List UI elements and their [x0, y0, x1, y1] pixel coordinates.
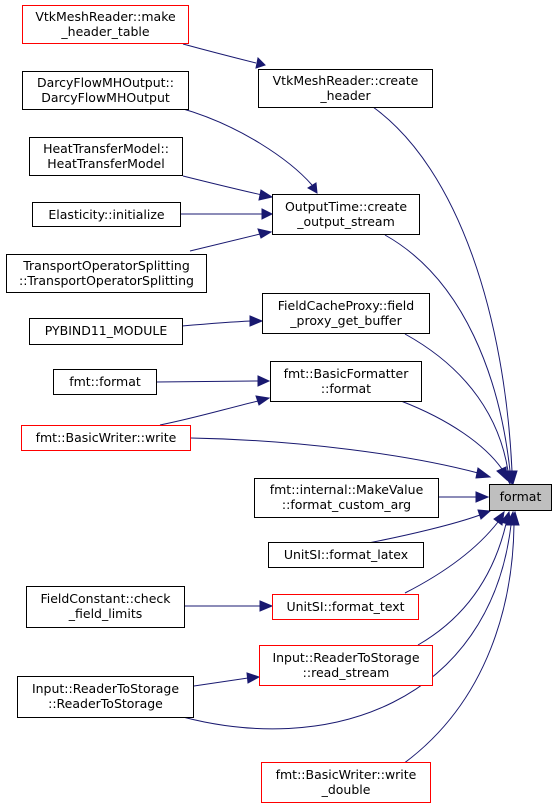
- node-basic-writer-write[interactable]: fmt::BasicWriter::write: [21, 425, 191, 451]
- node-format-target[interactable]: format: [489, 484, 552, 511]
- node-label-line: UnitSI::format_text: [286, 599, 404, 614]
- node-label-line: DarcyFlowMHOutput::: [37, 75, 174, 90]
- node-label-line: fmt::BasicWriter::write: [36, 430, 177, 445]
- node-unit-text[interactable]: UnitSI::format_text: [272, 594, 419, 620]
- node-transport-splitting[interactable]: TransportOperatorSplitting ::TransportOp…: [6, 254, 207, 293]
- node-vtk-create-header[interactable]: VtkMeshReader::create _header: [258, 69, 433, 108]
- node-label-line: VtkMeshReader::make: [35, 9, 176, 24]
- edge-unit-latex-to-format: [362, 509, 492, 545]
- node-label-line: ::read_stream: [303, 665, 390, 680]
- node-label-line: Input::ReaderToStorage: [32, 681, 179, 696]
- node-reader-read-stream[interactable]: Input::ReaderToStorage ::read_stream: [259, 645, 433, 686]
- node-label-line: fmt::BasicFormatter: [284, 366, 410, 381]
- node-label-line: Elasticity::initialize: [48, 207, 164, 222]
- node-vtk-make-header-table[interactable]: VtkMeshReader::make _header_table: [22, 5, 189, 44]
- edge-make-header-table-to-create-header: [182, 43, 266, 69]
- node-label-line: format: [500, 489, 542, 504]
- edge-output-time-to-format: [384, 234, 516, 486]
- node-field-cache-proxy[interactable]: FieldCacheProxy::field _proxy_get_buffer: [262, 293, 430, 334]
- node-label-line: _output_stream: [296, 214, 395, 229]
- node-label-line: fmt::internal::MakeValue: [270, 482, 424, 497]
- node-make-value[interactable]: fmt::internal::MakeValue ::format_custom…: [254, 478, 439, 518]
- edge-elasticity-to-output-time: [180, 208, 274, 220]
- edge-write-double-to-format: [402, 510, 520, 765]
- node-label-line: Input::ReaderToStorage: [272, 650, 419, 665]
- edge-basic-writer-to-basic-formatter: [159, 395, 271, 426]
- node-elasticity-initialize[interactable]: Elasticity::initialize: [32, 202, 181, 227]
- node-label-line: _double: [321, 782, 371, 797]
- node-label-line: ::format_custom_arg: [282, 497, 411, 512]
- node-label-line: _header_table: [60, 24, 150, 39]
- node-label-line: VtkMeshReader::create: [273, 73, 419, 88]
- node-label-line: _field_limits: [68, 606, 142, 621]
- edge-reader-ctor-to-read-stream: [193, 672, 261, 687]
- edge-basic-writer-write-to-format: [190, 437, 492, 479]
- node-label-line: TransportOperatorSplitting: [22, 258, 190, 273]
- node-fmt-format[interactable]: fmt::format: [53, 369, 157, 395]
- edge-field-constant-to-unit-text: [185, 600, 274, 612]
- node-reader-ctor[interactable]: Input::ReaderToStorage ::ReaderToStorage: [17, 676, 194, 718]
- node-label-line: HeatTransferModel::: [43, 141, 169, 156]
- node-label-line: ::ReaderToStorage: [48, 696, 163, 711]
- node-write-double[interactable]: fmt::BasicWriter::write _double: [261, 762, 431, 803]
- edge-basic-formatter-to-format: [400, 400, 508, 482]
- node-label-line: FieldCacheProxy::field: [278, 298, 414, 313]
- edge-make-value-to-format: [438, 491, 490, 503]
- node-label-line: fmt::BasicWriter::write: [276, 767, 417, 782]
- node-label-line: FieldConstant::check: [40, 591, 171, 606]
- edge-darcy-to-output-time: [179, 107, 318, 194]
- node-label-line: fmt::format: [69, 374, 141, 389]
- node-label-line: DarcyFlowMHOutput: [41, 90, 170, 105]
- node-field-constant[interactable]: FieldConstant::check _field_limits: [26, 586, 185, 628]
- node-label-line: HeatTransferModel: [47, 156, 164, 171]
- edge-transport-to-output-time: [189, 228, 273, 252]
- node-heat-transfer[interactable]: HeatTransferModel:: HeatTransferModel: [29, 137, 183, 176]
- node-label-line: ::format: [321, 381, 371, 396]
- node-output-time[interactable]: OutputTime::create _output_stream: [272, 194, 420, 235]
- node-label-line: OutputTime::create: [285, 199, 407, 214]
- node-label-line: UnitSI::format_latex: [284, 547, 408, 562]
- edge-heat-to-output-time: [182, 175, 274, 201]
- node-label-line: ::TransportOperatorSplitting: [19, 273, 194, 288]
- node-pybind-module[interactable]: PYBIND11_MODULE: [29, 318, 183, 345]
- edge-fmt-format-to-basic-formatter: [155, 375, 271, 387]
- node-unit-latex[interactable]: UnitSI::format_latex: [268, 542, 424, 568]
- edge-pybind-to-field-cache: [181, 315, 264, 327]
- node-label-line: _proxy_get_buffer: [289, 313, 402, 328]
- node-label-line: PYBIND11_MODULE: [45, 323, 168, 338]
- node-basic-formatter[interactable]: fmt::BasicFormatter ::format: [270, 361, 422, 402]
- node-darcy-output[interactable]: DarcyFlowMHOutput:: DarcyFlowMHOutput: [22, 71, 189, 110]
- node-label-line: _header: [319, 88, 371, 103]
